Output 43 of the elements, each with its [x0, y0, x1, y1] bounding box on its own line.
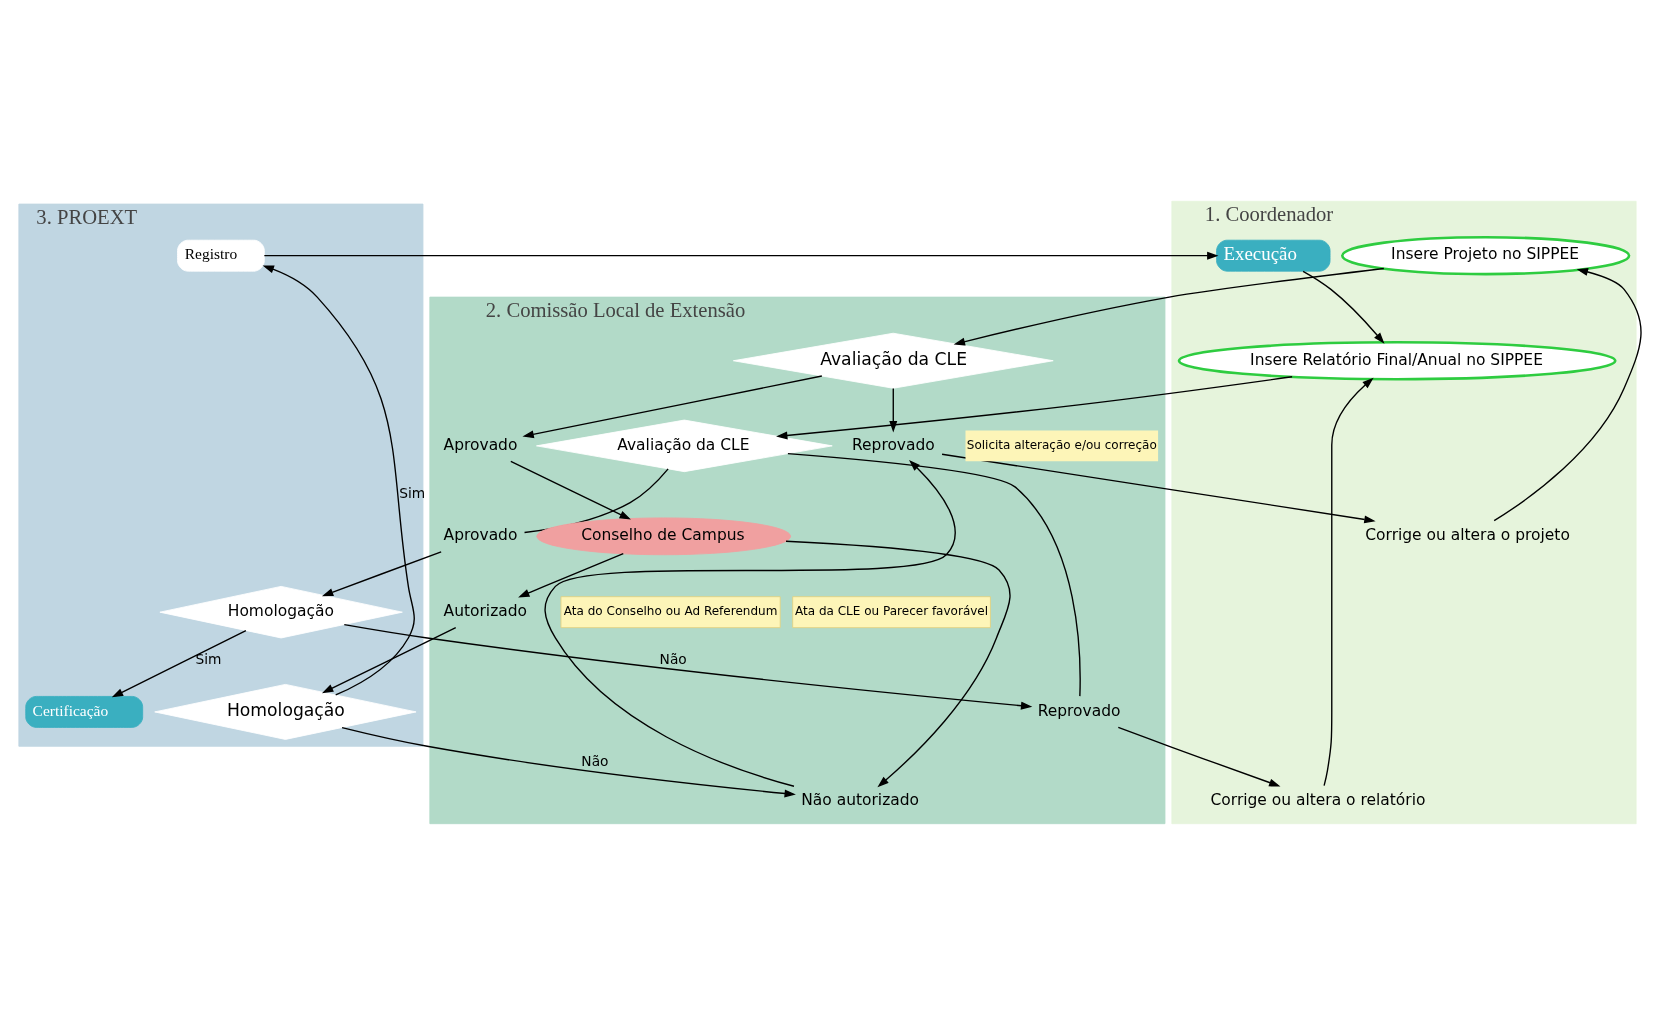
- arrow: [776, 375, 1293, 439]
- node-label: Ata da CLE ou Parecer favorável: [795, 603, 989, 618]
- arrow: [785, 540, 1011, 787]
- node-text: Aprovado: [443, 525, 518, 544]
- node-diamond: Avaliação da CLE: [536, 419, 833, 472]
- edge-label: Sim: [195, 650, 222, 667]
- node-text: Corrige ou altera o relatório: [1210, 790, 1426, 809]
- arrow: [544, 459, 956, 787]
- edge-label: Não: [581, 752, 609, 769]
- edge-label: Sim: [399, 484, 426, 501]
- node-box: Execução: [1216, 239, 1331, 272]
- arrow: [263, 251, 1219, 260]
- arrow: [510, 460, 631, 520]
- arrow: [522, 374, 823, 438]
- arrow: [321, 626, 457, 693]
- node-text: Reprovado: [1037, 701, 1121, 720]
- label: Solicita alteração e/ou correção: [966, 437, 1157, 452]
- node-text: Aprovado: [443, 435, 518, 454]
- node-text: Não autorizado: [801, 790, 920, 809]
- arrow: [343, 623, 1033, 710]
- arrow: [1117, 726, 1281, 786]
- node-ellipse: Insere Relatório Final/Anual no SIPPEE: [1177, 340, 1617, 380]
- node-box: Certificação: [25, 695, 144, 728]
- arrow: [953, 267, 1385, 345]
- arrow: [111, 629, 247, 697]
- node-label: Ata do Conselho ou Ad Referendum: [563, 603, 778, 618]
- edge-label: Não: [659, 650, 687, 667]
- arrow: [1323, 377, 1374, 786]
- node-text: Reprovado: [852, 435, 935, 454]
- arrow: [889, 387, 898, 432]
- node-box: Registro: [177, 239, 265, 272]
- arrow: [1493, 267, 1642, 521]
- arrow: [341, 726, 796, 797]
- arrow: [262, 265, 415, 696]
- connector: [787, 452, 1081, 697]
- node-text: Autorizado: [443, 601, 528, 620]
- arrow: [941, 453, 1376, 523]
- node-ellipse: Conselho de Campus: [536, 516, 791, 555]
- arrow: [321, 550, 442, 596]
- node-diamond: Avaliação da CLE: [732, 332, 1054, 389]
- arrow: [518, 552, 624, 597]
- node-text: Corrige ou altera o projeto: [1365, 525, 1570, 544]
- arrow: [1302, 270, 1385, 344]
